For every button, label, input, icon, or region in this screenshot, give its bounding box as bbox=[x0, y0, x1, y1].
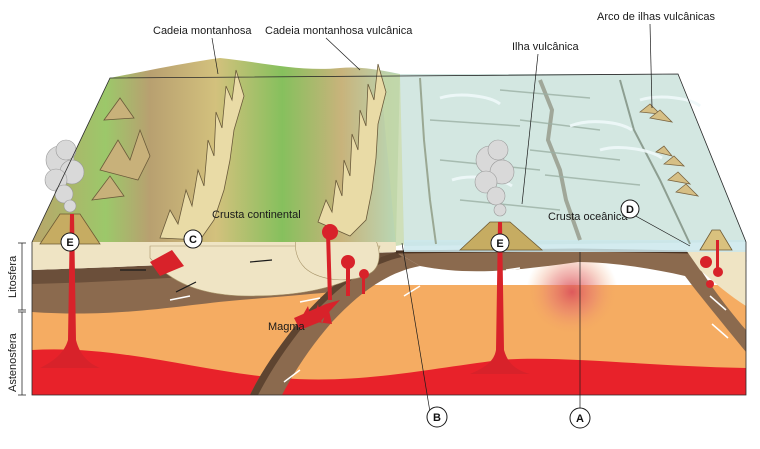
marker-A: A bbox=[569, 407, 591, 429]
oceanic-lithosphere bbox=[396, 252, 578, 272]
svg-text:A: A bbox=[576, 413, 584, 425]
volcanic-mountain-range-label: Cadeia montanhosa vulcânica bbox=[265, 25, 413, 37]
leader-lines bbox=[211, 23, 691, 413]
marker-E-left: E bbox=[60, 232, 80, 252]
crust-flow-arrows bbox=[120, 259, 273, 293]
lithosphere-label: Litosfera bbox=[7, 255, 19, 298]
subducting-oceanic-plate bbox=[250, 252, 420, 395]
oceanic-crust-label: Crusta oceânica bbox=[548, 211, 628, 223]
svg-text:B: B bbox=[433, 412, 441, 424]
mid-ocean-ridge bbox=[538, 79, 582, 241]
marker-B: B bbox=[426, 406, 448, 428]
svg-text:C: C bbox=[189, 234, 197, 246]
right-trench-line bbox=[619, 79, 691, 245]
deep-mantle-band bbox=[32, 349, 746, 395]
svg-text:E: E bbox=[496, 238, 503, 250]
block-outline bbox=[31, 73, 747, 396]
magma-conduits bbox=[40, 214, 723, 374]
marker-C: C bbox=[183, 229, 203, 249]
fracture-lines bbox=[429, 89, 641, 211]
island-arc-label: Arco de ilhas vulcânicas bbox=[597, 11, 716, 23]
mountain-range-label: Cadeia montanhosa bbox=[153, 25, 252, 37]
island-arc-islands bbox=[638, 103, 700, 197]
oceanic-lithosphere-right bbox=[578, 252, 746, 352]
marker-D: D bbox=[620, 199, 640, 219]
continental-crust-label: Crusta continental bbox=[212, 209, 301, 221]
ridge-hotspot bbox=[526, 248, 618, 336]
svg-text:E: E bbox=[66, 237, 73, 249]
magma-label: Magma bbox=[268, 321, 306, 333]
asthenosphere-label: Astenosfera bbox=[7, 332, 19, 392]
mountain-range bbox=[91, 69, 245, 241]
svg-text:D: D bbox=[626, 204, 634, 216]
subducting-plate-top bbox=[250, 252, 402, 395]
marker-E-center: E bbox=[490, 233, 510, 253]
side-brackets bbox=[18, 242, 26, 396]
volcanic-mountain-range bbox=[317, 63, 387, 237]
ocean-trench-line bbox=[419, 77, 437, 245]
sea-water-front bbox=[404, 240, 746, 252]
ash-plume-center bbox=[474, 139, 515, 217]
mantle-flow-arrows bbox=[169, 267, 729, 383]
volcanic-island-label: Ilha vulcânica bbox=[512, 41, 580, 53]
